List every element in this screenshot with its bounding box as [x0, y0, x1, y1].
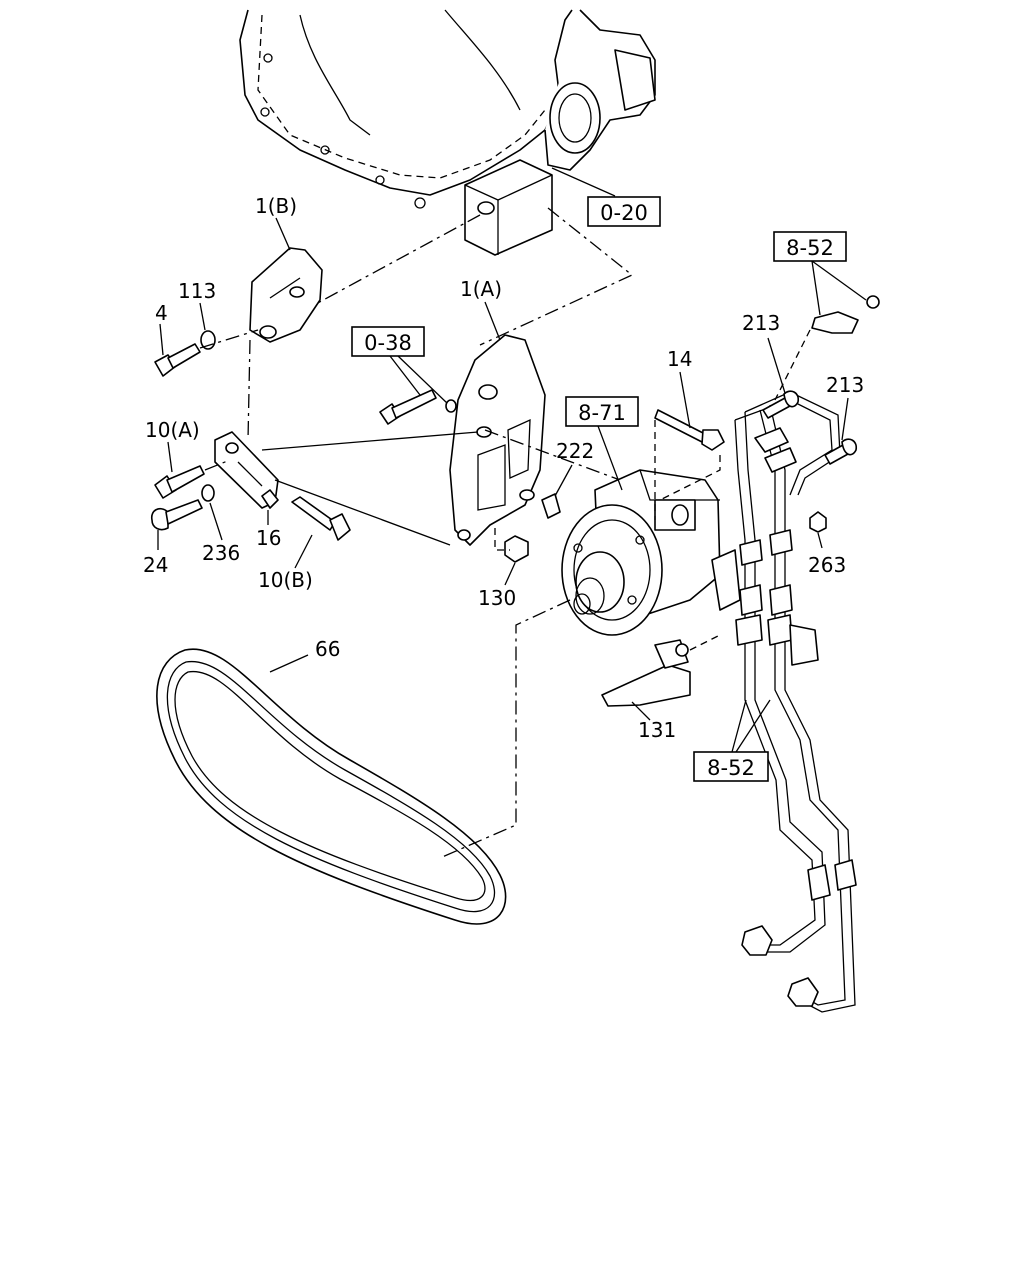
label-4: 4 — [155, 301, 168, 325]
bolt-0-38 — [379, 389, 457, 425]
washer-236 — [201, 484, 215, 502]
nut-263 — [809, 511, 827, 533]
bolt-213-left — [762, 390, 800, 419]
label-263: 263 — [808, 553, 846, 577]
bracket-131 — [601, 639, 691, 707]
bolt-10b — [291, 496, 351, 541]
ref-box-8-52-bottom[interactable]: 8-52 — [693, 751, 769, 782]
ac-compressor — [561, 469, 741, 636]
bolt-14 — [654, 409, 725, 451]
refrigerant-pipes — [734, 391, 857, 1013]
bolt-4 — [154, 343, 201, 377]
ref-box-8-71[interactable]: 8-71 — [565, 396, 639, 427]
bracket-1b — [249, 247, 323, 343]
ref-8-71-label: 8-71 — [578, 401, 626, 425]
label-113: 113 — [178, 279, 216, 303]
washer-113 — [200, 330, 216, 350]
label-213-left: 213 — [742, 311, 780, 335]
ref-8-52-bottom-label: 8-52 — [707, 756, 755, 780]
bracket-1a — [449, 334, 546, 546]
ref-box-8-52-top[interactable]: 8-52 — [773, 231, 847, 262]
label-236: 236 — [202, 541, 240, 565]
bolt-213-right — [824, 438, 858, 465]
label-213-right: 213 — [826, 373, 864, 397]
label-130: 130 — [478, 586, 516, 610]
ref-8-52-top-label: 8-52 — [786, 236, 834, 260]
label-14: 14 — [667, 347, 692, 371]
ref-box-0-38[interactable]: 0-38 — [351, 326, 425, 357]
clip-16 — [261, 489, 279, 509]
bolt-10a — [154, 465, 205, 499]
label-66: 66 — [315, 637, 340, 661]
ref-0-38-label: 0-38 — [364, 331, 412, 355]
label-1b: 1(B) — [255, 194, 297, 218]
label-24: 24 — [143, 553, 168, 577]
label-10b: 10(B) — [258, 568, 313, 592]
engine-housing — [239, 9, 656, 256]
label-222: 222 — [556, 439, 594, 463]
clip-8-52-top — [811, 295, 880, 334]
ref-box-0-20[interactable]: 0-20 — [587, 196, 661, 227]
label-1a: 1(A) — [460, 277, 502, 301]
bolt-24 — [150, 499, 203, 531]
label-16: 16 — [256, 526, 281, 550]
label-10a: 10(A) — [145, 418, 200, 442]
label-131: 131 — [638, 718, 676, 742]
drive-belt-66 — [156, 648, 507, 925]
spacer-222 — [541, 493, 561, 519]
ref-0-20-label: 0-20 — [600, 201, 648, 225]
nut-130 — [504, 535, 529, 563]
